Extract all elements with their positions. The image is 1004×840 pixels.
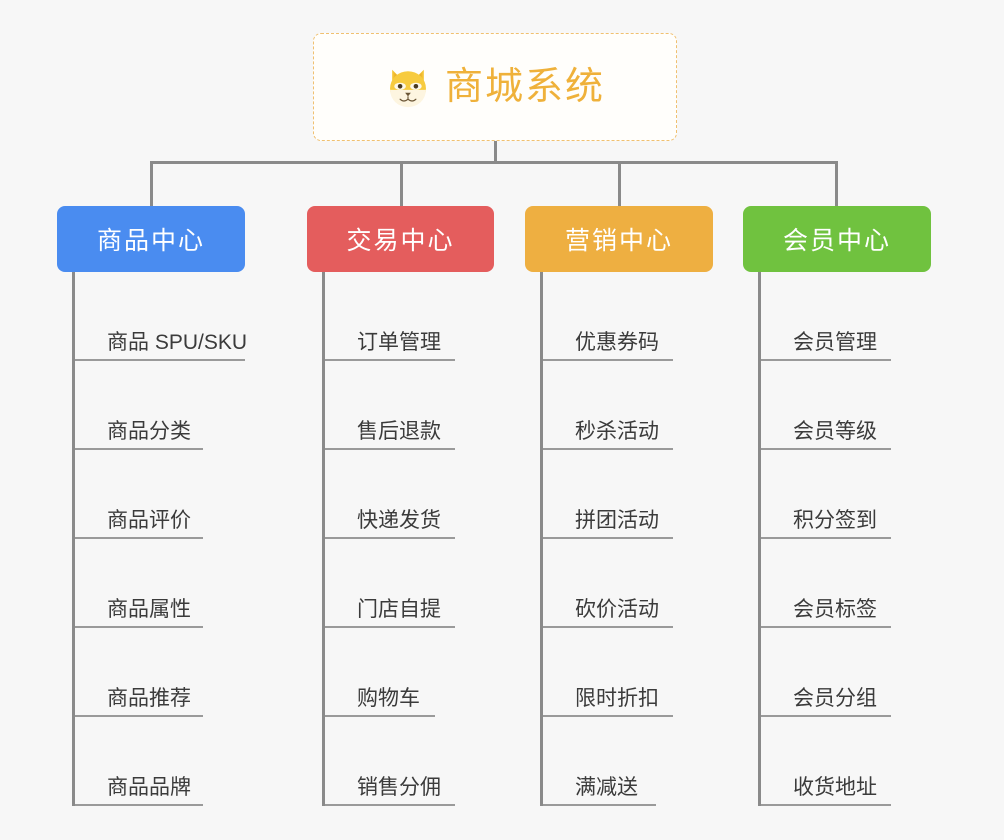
connector-drop-1 [400,163,403,209]
branch-header-1[interactable]: 交易中心 [307,206,494,272]
list-item[interactable]: 商品分类 [75,361,245,450]
list-item[interactable]: 商品推荐 [75,628,245,717]
dog-face-icon [385,64,431,110]
branch-header-0[interactable]: 商品中心 [57,206,245,272]
branch-children-3: 会员管理 会员等级 积分签到 会员标签 会员分组 收货地址 [758,272,931,806]
connector-drop-3 [835,163,838,209]
list-item[interactable]: 拼团活动 [543,450,713,539]
list-item[interactable]: 订单管理 [325,272,494,361]
list-item[interactable]: 门店自提 [325,539,494,628]
branch-marketing-center: 营销中心 优惠券码 秒杀活动 拼团活动 砍价活动 限时折扣 满减送 [525,206,713,806]
list-item[interactable]: 快递发货 [325,450,494,539]
list-item[interactable]: 优惠券码 [543,272,713,361]
list-item[interactable]: 商品评价 [75,450,245,539]
branch-header-label-0: 商品中心 [96,227,205,255]
connector-drop-0 [150,163,153,209]
root-title: 商城系统 [444,66,605,108]
branch-member-center: 会员中心 会员管理 会员等级 积分签到 会员标签 会员分组 收货地址 [743,206,931,806]
branch-children-2: 优惠券码 秒杀活动 拼团活动 砍价活动 限时折扣 满减送 [540,272,713,806]
list-item[interactable]: 秒杀活动 [543,361,713,450]
list-item[interactable]: 收货地址 [761,717,931,806]
connector-horizontal-bus [150,161,838,164]
list-item[interactable]: 商品属性 [75,539,245,628]
branch-header-label-3: 会员中心 [782,227,891,255]
list-item[interactable]: 满减送 [543,717,713,806]
branch-trade-center: 交易中心 订单管理 售后退款 快递发货 门店自提 购物车 销售分佣 [307,206,494,806]
branch-header-label-2: 营销中心 [564,227,673,255]
root-node[interactable]: 商城系统 [313,33,677,141]
branch-header-3[interactable]: 会员中心 [743,206,931,272]
list-item[interactable]: 砍价活动 [543,539,713,628]
branch-children-0: 商品 SPU/SKU 商品分类 商品评价 商品属性 商品推荐 商品品牌 [72,272,247,806]
list-item[interactable]: 会员管理 [761,272,931,361]
branch-header-label-1: 交易中心 [346,227,455,255]
branch-header-2[interactable]: 营销中心 [525,206,713,272]
connector-root-stem [494,141,497,163]
list-item[interactable]: 会员标签 [761,539,931,628]
list-item[interactable]: 售后退款 [325,361,494,450]
list-item[interactable]: 商品品牌 [75,717,245,806]
list-item[interactable]: 购物车 [325,628,494,717]
list-item[interactable]: 商品 SPU/SKU [75,272,247,361]
list-item[interactable]: 销售分佣 [325,717,494,806]
list-item[interactable]: 会员分组 [761,628,931,717]
connector-drop-2 [618,163,621,209]
list-item[interactable]: 会员等级 [761,361,931,450]
list-item[interactable]: 限时折扣 [543,628,713,717]
list-item[interactable]: 积分签到 [761,450,931,539]
branch-product-center: 商品中心 商品 SPU/SKU 商品分类 商品评价 商品属性 商品推荐 商品品牌 [57,206,247,806]
branch-children-1: 订单管理 售后退款 快递发货 门店自提 购物车 销售分佣 [322,272,494,806]
